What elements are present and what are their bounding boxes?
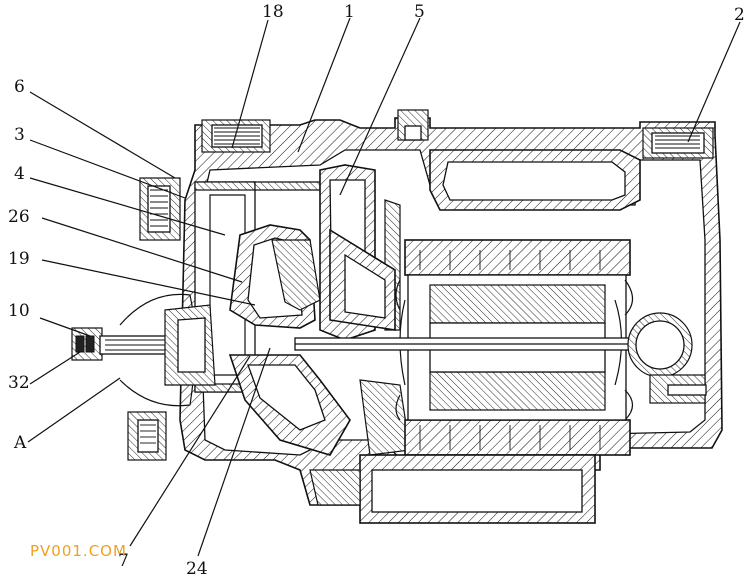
inlet-port-18 [201,119,271,153]
watermark: PV001.COM [30,542,127,560]
drain-plug [127,411,167,461]
label-10: 10 [8,301,30,321]
pump-base [309,454,596,524]
label-7: 7 [118,551,129,571]
label-3: 3 [14,125,25,145]
inlet-nozzle [71,327,186,361]
lower-volute [228,354,411,456]
label-2: 2 [734,5,745,25]
leader-lines [27,17,741,557]
motor-rotor [399,284,623,411]
label-5: 5 [414,2,425,22]
top-plug [397,109,429,141]
label-19: 19 [8,249,30,269]
label-32: 32 [8,373,30,393]
label-4: 4 [14,164,25,184]
capacitor [627,312,707,404]
venturi-bulb [119,293,216,407]
label-A: A [13,433,27,453]
label-6: 6 [14,77,25,97]
outlet-port-2 [642,127,714,159]
label-1: 1 [344,2,355,22]
label-24: 24 [186,559,208,579]
left-threaded-port [139,177,181,241]
impeller-diffuser [229,164,401,341]
label-26: 26 [8,207,30,227]
label-18: 18 [262,2,284,22]
